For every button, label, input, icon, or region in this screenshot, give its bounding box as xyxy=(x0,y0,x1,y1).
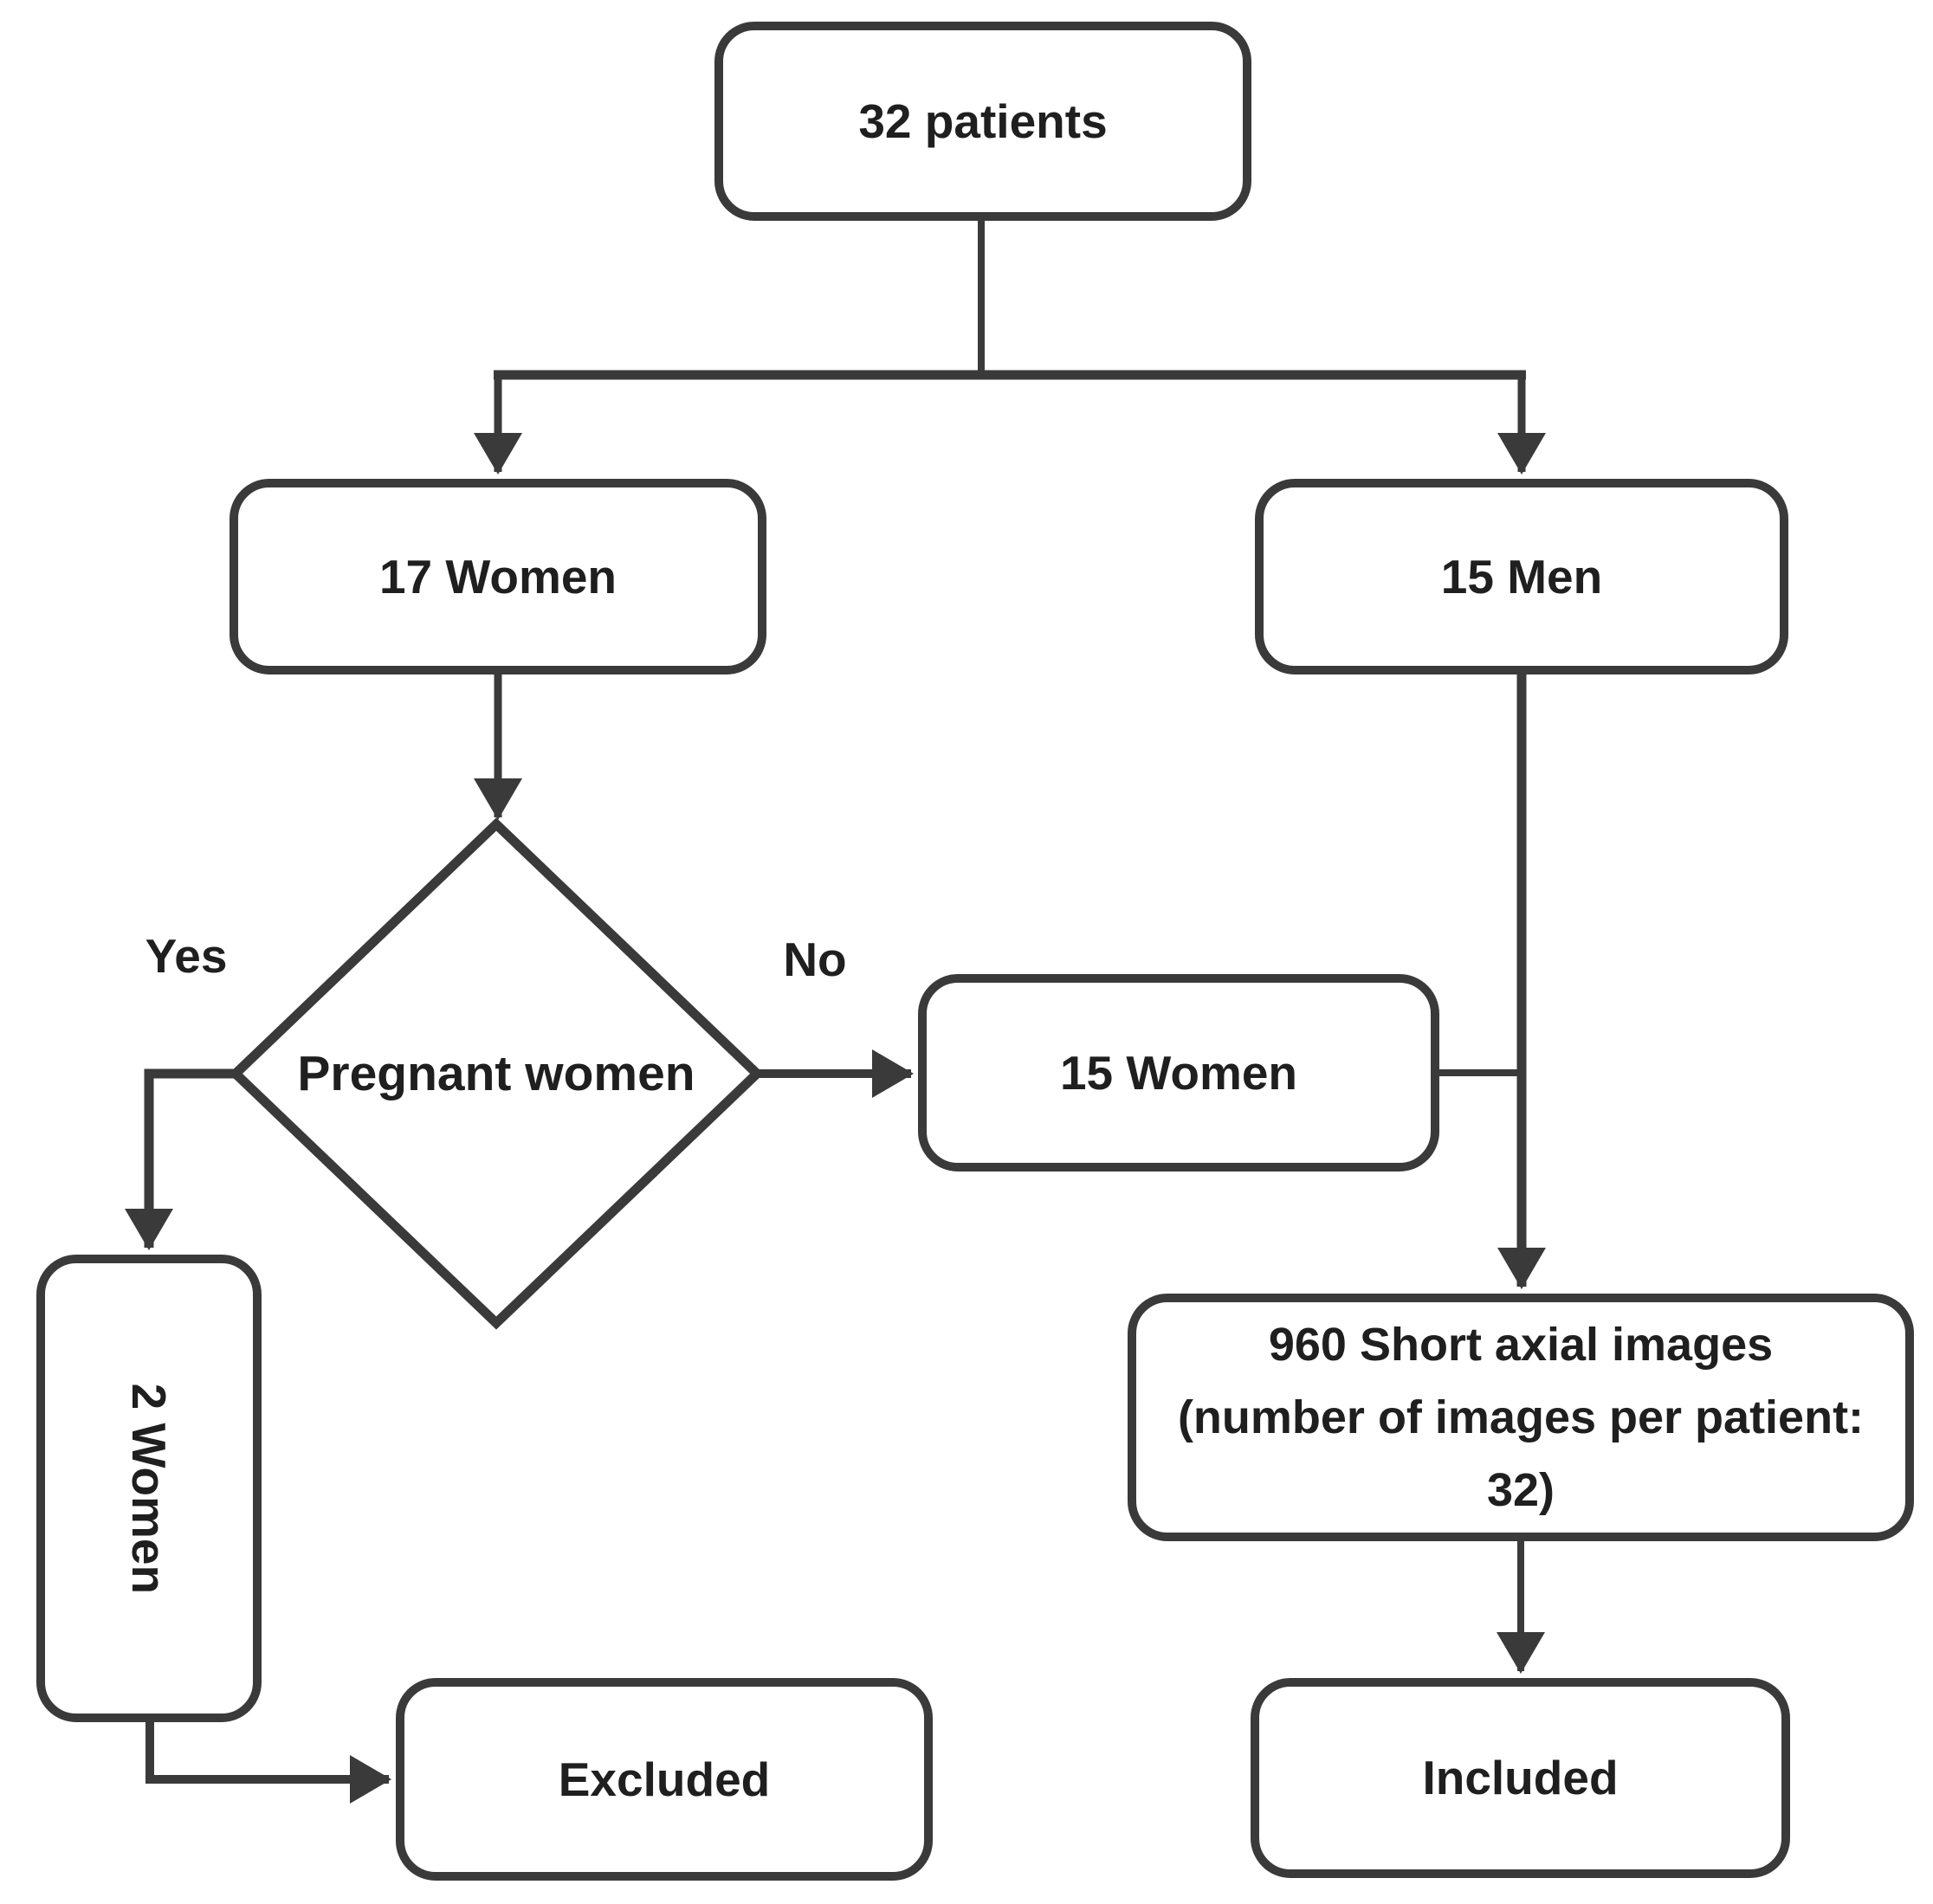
node-2-women: 2 Women xyxy=(36,1255,262,1722)
decision-pregnant-women: Pregnant women xyxy=(236,824,757,1323)
node-32-patients-label: 32 patients xyxy=(858,94,1108,148)
node-17-women: 17 Women xyxy=(230,479,766,674)
node-32-patients: 32 patients xyxy=(714,22,1251,221)
node-included-label: Included xyxy=(1422,1751,1619,1805)
decision-diamond-shape xyxy=(229,817,764,1330)
edge-label-yes: Yes xyxy=(145,929,228,983)
edge-label-no: No xyxy=(783,933,847,986)
node-15-women-label: 15 Women xyxy=(1059,1045,1298,1100)
node-960-short-axial-images: 960 Short axial images (number of images… xyxy=(1128,1294,1914,1541)
decision-pregnant-women-label: Pregnant women xyxy=(297,1046,695,1101)
node-2-women-label: 2 Women xyxy=(122,1383,177,1594)
node-15-men: 15 Men xyxy=(1255,479,1788,674)
node-960-line-1: 960 Short axial images xyxy=(1268,1318,1774,1371)
node-960-line-3: 32) xyxy=(1486,1464,1555,1517)
node-excluded: Excluded xyxy=(396,1678,933,1881)
node-included: Included xyxy=(1251,1678,1790,1878)
node-960-line-2: (number of images per patient: xyxy=(1177,1391,1865,1443)
node-17-women-label: 17 Women xyxy=(378,549,617,603)
node-excluded-label: Excluded xyxy=(558,1752,771,1806)
edge-women2-to-excluded xyxy=(145,1719,391,1804)
node-15-women: 15 Women xyxy=(918,974,1439,1171)
node-15-men-label: 15 Men xyxy=(1440,549,1603,603)
edge-yes-to-women2 xyxy=(125,1068,236,1250)
